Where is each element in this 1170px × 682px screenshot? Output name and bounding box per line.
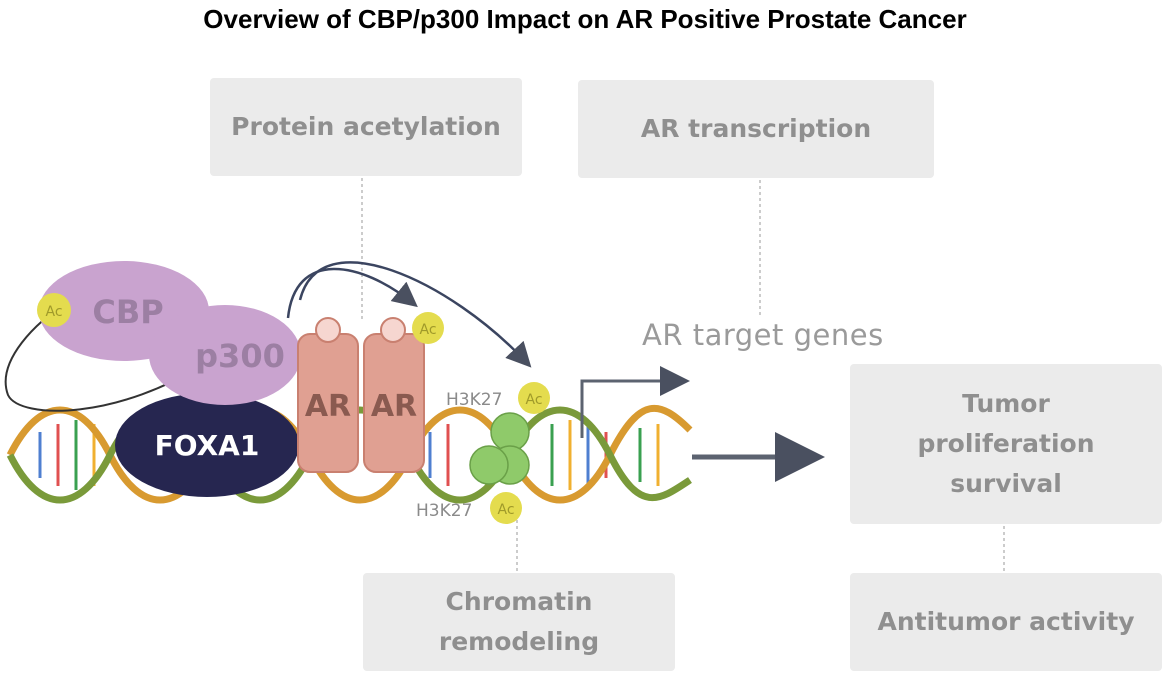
curved-arrow-to-ar: [286, 267, 418, 319]
ac-label-h3k27-bottom: Ac: [497, 502, 514, 518]
p300-label: p300: [195, 337, 285, 375]
tumor-line-3: survival: [950, 469, 1062, 498]
nucleosome-3: [469, 445, 509, 485]
antitumor-activity-box: Antitumor activity: [850, 573, 1162, 671]
cbp-label: CBP: [92, 293, 163, 331]
chromatin-line-2: remodeling: [438, 627, 600, 656]
ar-label-2: AR: [371, 389, 417, 424]
chromatin-line-1: Chromatin: [445, 587, 593, 616]
tumor-proliferation-box: Tumor proliferation survival: [850, 364, 1162, 524]
p300-protein: [149, 305, 301, 405]
ar-transcription-label: AR transcription: [640, 114, 872, 143]
h3k27-label-bottom: H3K27: [416, 501, 472, 521]
foxa1-label: FOXA1: [155, 429, 260, 462]
curved-arrow-to-histone: [298, 261, 532, 368]
chromatin-remodeling-box: Chromatin remodeling: [363, 573, 675, 671]
tumor-line-1: Tumor: [962, 389, 1050, 418]
tumor-line-2: proliferation: [917, 429, 1095, 458]
ar-knob-2: [380, 317, 406, 343]
ac-label-h3k27-top: Ac: [525, 392, 542, 408]
transcription-start-arrow: [580, 366, 690, 438]
protein-acetylation-box: Protein acetylation: [210, 78, 522, 176]
ac-label-cbp: Ac: [45, 304, 62, 320]
ar-transcription-box: AR transcription: [578, 80, 934, 178]
page-title: Overview of CBP/p300 Impact on AR Positi…: [203, 4, 967, 34]
foxa1-protein: [115, 393, 299, 497]
h3k27-label-top: H3K27: [446, 390, 502, 410]
ac-badge-h3k27-top: [518, 382, 550, 414]
ac-label-ar: Ac: [419, 322, 436, 338]
ac-badge-ar: [412, 312, 444, 344]
ar-target-genes-label: AR target genes: [642, 318, 884, 352]
ac-badge-h3k27-bottom: [490, 492, 522, 524]
ar-knob-1: [315, 317, 341, 343]
ac-badge-cbp: [37, 293, 71, 327]
ar-label-1: AR: [305, 389, 351, 424]
protein-acetylation-label: Protein acetylation: [231, 112, 501, 141]
antitumor-activity-label: Antitumor activity: [877, 607, 1135, 636]
loop-arrow-left: [4, 305, 211, 412]
